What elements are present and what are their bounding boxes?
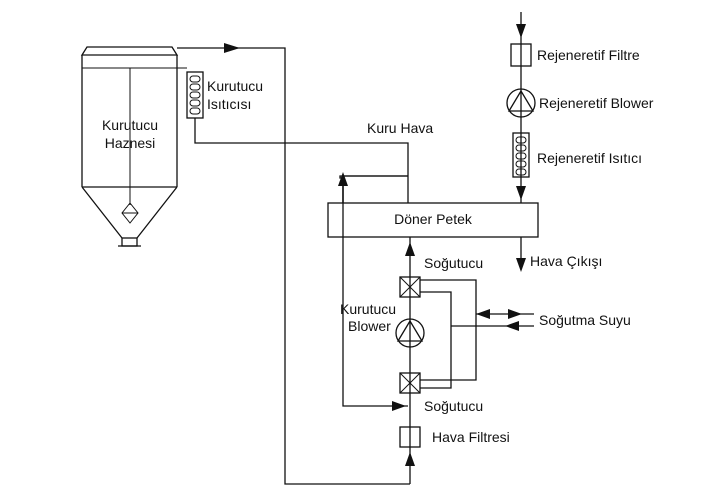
filter-icon bbox=[510, 43, 532, 67]
cooler-icon bbox=[399, 372, 421, 394]
cooling-water-in-arrow bbox=[476, 309, 490, 319]
cooling-water-out-arrow bbox=[505, 321, 519, 331]
cooler-top-label: Soğutucu bbox=[424, 255, 483, 271]
hopper-outlet bbox=[121, 237, 138, 247]
dryer-blower-label-1: Kurutucu bbox=[340, 301, 396, 317]
air-outlet-arrow bbox=[516, 258, 526, 272]
cooling-water-inner bbox=[420, 291, 452, 389]
process-into-wheel-arrow bbox=[405, 242, 415, 256]
regen-into-wheel-arrow bbox=[516, 186, 526, 200]
cooler-bottom-label: Soğutucu bbox=[424, 398, 483, 414]
dryer-hopper: Kurutucu Haznesi bbox=[80, 46, 187, 247]
hopper-cone-right bbox=[136, 186, 178, 239]
cooling-water-loop: Soğutma Suyu bbox=[420, 279, 631, 389]
dryer-heater-label-1: Kurutucu bbox=[207, 78, 263, 94]
hopper-cone-left bbox=[81, 186, 123, 239]
air-filter-label: Hava Filtresi bbox=[432, 429, 510, 445]
rotary-wheel-label: Döner Petek bbox=[394, 211, 473, 227]
process-return-arrow bbox=[392, 401, 406, 411]
cooling-water-label: Soğutma Suyu bbox=[539, 312, 631, 328]
air-inlet-arrow bbox=[405, 452, 415, 466]
rotary-wheel-box bbox=[327, 202, 539, 238]
regen-heater-label: Rejeneretif Isıtıcı bbox=[537, 150, 642, 166]
dryer-heater-label-2: Isıtıcısı bbox=[207, 96, 251, 112]
hopper-lid bbox=[80, 46, 179, 56]
air-outlet-label: Hava Çıkışı bbox=[530, 253, 602, 269]
cooling-water-outer bbox=[420, 279, 477, 381]
dry-air-pipe bbox=[194, 118, 409, 203]
blower-icon bbox=[506, 88, 536, 118]
return-air-pipe bbox=[177, 47, 410, 485]
blower-icon bbox=[395, 318, 425, 348]
sight-glass-icon bbox=[121, 202, 139, 224]
regeneration-line: Rejeneretif Filtre Rejeneretif Blower Re… bbox=[506, 12, 654, 203]
heater-coil-icon bbox=[186, 71, 204, 119]
cooler-icon bbox=[399, 276, 421, 298]
dryer-blower-label-2: Blower bbox=[348, 318, 391, 334]
dryer-hopper-label-2: Haznesi bbox=[105, 135, 156, 151]
process-up-arrow bbox=[338, 172, 348, 186]
filter-icon bbox=[399, 426, 421, 448]
regen-blower-label: Rejeneretif Blower bbox=[539, 95, 654, 111]
return-air-arrow bbox=[224, 43, 240, 53]
dry-air-label: Kuru Hava bbox=[367, 120, 433, 136]
dryer-hopper-label-1: Kurutucu bbox=[102, 117, 158, 133]
heater-coil-icon bbox=[512, 132, 530, 178]
regen-inlet-arrow bbox=[516, 24, 526, 38]
rotary-wheel: Döner Petek bbox=[327, 202, 539, 238]
regen-filter-label: Rejeneretif Filtre bbox=[537, 47, 640, 63]
dryer-heater: Kurutucu Isıtıcısı bbox=[186, 71, 263, 119]
